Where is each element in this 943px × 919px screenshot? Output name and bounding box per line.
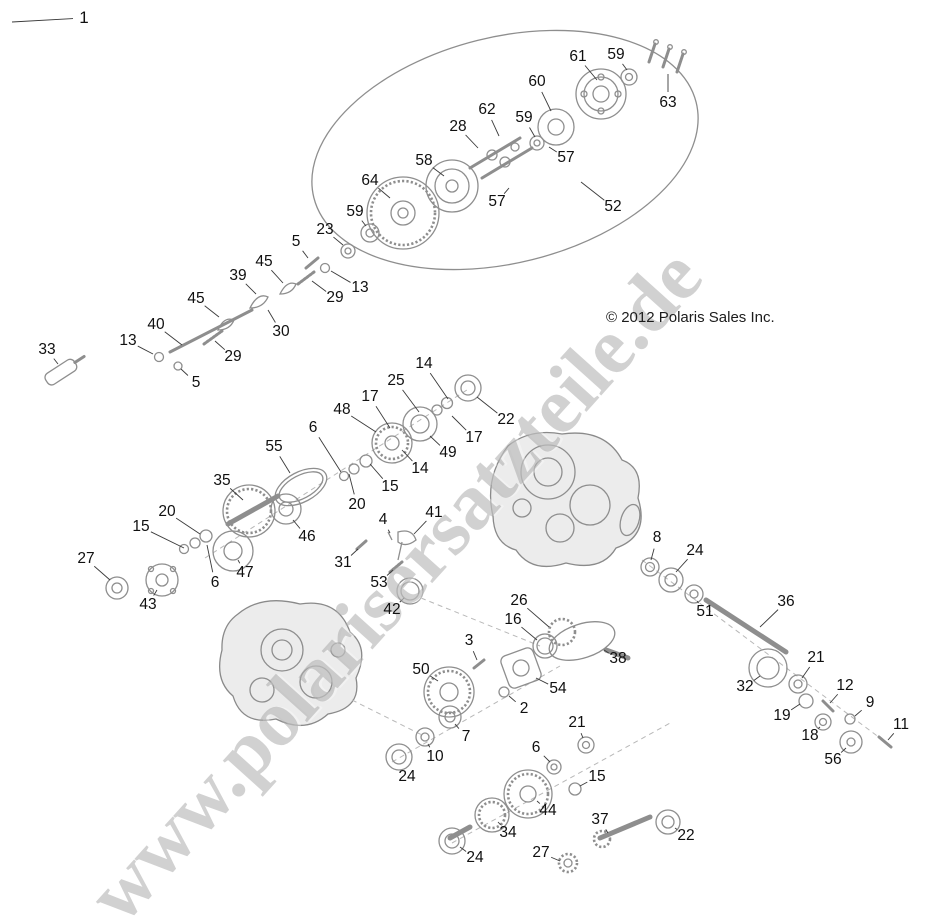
callout-40: 40 <box>147 316 165 333</box>
callout-37: 37 <box>591 811 609 828</box>
callout-7: 7 <box>461 728 471 745</box>
callout-49: 49 <box>439 444 457 461</box>
callout-51: 51 <box>696 603 714 620</box>
callout-61: 61 <box>569 48 587 65</box>
callout-24: 24 <box>398 768 416 785</box>
callout-32: 32 <box>736 678 754 695</box>
callout-28: 28 <box>449 118 467 135</box>
callout-45: 45 <box>255 253 273 270</box>
callout-27: 27 <box>532 844 550 861</box>
callout-42: 42 <box>383 601 401 618</box>
callout-50: 50 <box>412 661 430 678</box>
callout-36: 36 <box>777 593 795 610</box>
callout-34: 34 <box>499 824 517 841</box>
callout-11: 11 <box>892 716 910 733</box>
callout-13: 13 <box>351 279 369 296</box>
callout-15: 15 <box>588 768 606 785</box>
callout-38: 38 <box>609 650 627 667</box>
callout-35: 35 <box>213 472 231 489</box>
callout-22: 22 <box>677 827 695 844</box>
callout-57: 57 <box>557 149 575 166</box>
sensor-part <box>44 354 86 386</box>
callout-62: 62 <box>478 101 496 118</box>
callout-20: 20 <box>348 496 366 513</box>
callout-15: 15 <box>381 478 399 495</box>
callout-46: 46 <box>298 528 316 545</box>
cluster-envelope <box>311 29 699 271</box>
callout-25: 25 <box>387 372 405 389</box>
callout-5: 5 <box>291 233 301 250</box>
callout-43: 43 <box>139 596 157 613</box>
callout-15: 15 <box>132 518 150 535</box>
callout-41: 41 <box>425 504 443 521</box>
callout-21: 21 <box>568 714 586 731</box>
callout-39: 39 <box>229 267 247 284</box>
copyright-text: © 2012 Polaris Sales Inc. <box>606 309 775 326</box>
callout-21: 21 <box>807 649 825 666</box>
callout-33: 33 <box>38 341 56 358</box>
callout-30: 30 <box>272 323 290 340</box>
callout-29: 29 <box>224 348 242 365</box>
callout-13: 13 <box>119 332 137 349</box>
callout-52: 52 <box>604 198 622 215</box>
callout-1: 1 <box>79 8 89 27</box>
callout-4: 4 <box>378 511 388 528</box>
callout-24: 24 <box>686 542 704 559</box>
callout-54: 54 <box>549 680 567 697</box>
callout-31: 31 <box>334 554 352 571</box>
callout-26: 26 <box>510 592 528 609</box>
callout-5: 5 <box>191 374 201 391</box>
callout-44: 44 <box>539 802 557 819</box>
callout-16: 16 <box>504 611 522 628</box>
callout-24: 24 <box>466 849 484 866</box>
callout-12: 12 <box>836 677 854 694</box>
callout-leader-lines <box>11 18 895 862</box>
callout-19: 19 <box>773 707 791 724</box>
callout-45: 45 <box>187 290 205 307</box>
callout-20: 20 <box>158 503 176 520</box>
callout-6: 6 <box>210 574 220 591</box>
callout-27: 27 <box>77 550 95 567</box>
callout-56: 56 <box>824 751 842 768</box>
callout-59: 59 <box>607 46 625 63</box>
callout-64: 64 <box>361 172 379 189</box>
callout-47: 47 <box>236 564 254 581</box>
callout-8: 8 <box>652 529 662 546</box>
callout-63: 63 <box>659 94 677 111</box>
callout-23: 23 <box>316 221 334 238</box>
callout-6: 6 <box>531 739 541 756</box>
callout-17: 17 <box>465 429 483 446</box>
callout-53: 53 <box>370 574 388 591</box>
callout-10: 10 <box>426 748 444 765</box>
callout-2: 2 <box>519 700 529 717</box>
callout-59: 59 <box>346 203 364 220</box>
callout-59: 59 <box>515 109 533 126</box>
callout-6: 6 <box>308 419 318 436</box>
callout-22: 22 <box>497 411 515 428</box>
callout-3: 3 <box>464 632 474 649</box>
callout-29: 29 <box>326 289 344 306</box>
callout-14: 14 <box>411 460 429 477</box>
callout-48: 48 <box>333 401 351 418</box>
callout-55: 55 <box>265 438 283 455</box>
callout-9: 9 <box>865 694 875 711</box>
callout-17: 17 <box>361 388 379 405</box>
callout-14: 14 <box>415 355 433 372</box>
callout-57: 57 <box>488 193 506 210</box>
callout-58: 58 <box>415 152 433 169</box>
callout-60: 60 <box>528 73 546 90</box>
callout-18: 18 <box>801 727 819 744</box>
